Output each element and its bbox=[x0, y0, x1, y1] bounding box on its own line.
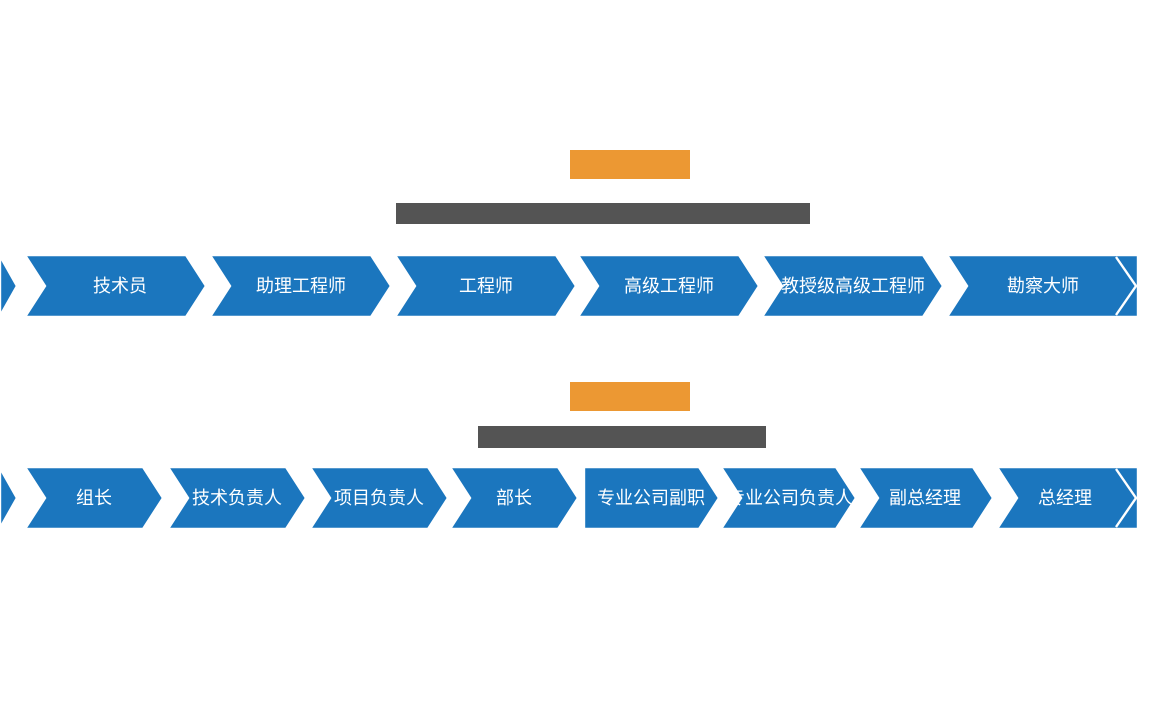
step-label: 高级工程师 bbox=[624, 276, 714, 296]
chevron-segment bbox=[307, 465, 450, 531]
section2-subtitle-bar bbox=[478, 426, 766, 448]
management-track-chevron-bar: 组长 技术负责人 项目负责人 部长 专业公司副职 专业公司负责人 副总经理 总经… bbox=[0, 465, 1140, 531]
chevron-segment bbox=[22, 465, 165, 531]
chevron-segment bbox=[165, 465, 308, 531]
step-label: 助理工程师 bbox=[256, 276, 346, 296]
step-label: 部长 bbox=[496, 488, 532, 508]
step-label: 副总经理 bbox=[889, 488, 961, 508]
step-label: 专业公司副职 bbox=[597, 488, 705, 508]
chevron-segment bbox=[855, 465, 995, 531]
chevron-segment bbox=[718, 465, 858, 531]
chevron-segment bbox=[447, 465, 580, 531]
chevron-segment bbox=[392, 253, 578, 319]
step-label: 技术负责人 bbox=[192, 488, 282, 508]
step-label: 组长 bbox=[76, 488, 112, 508]
step-label: 勘察大师 bbox=[1007, 276, 1079, 296]
chevron-segment-end bbox=[944, 253, 1140, 319]
chevron-segment bbox=[575, 253, 761, 319]
section1-title-badge bbox=[570, 150, 690, 179]
step-label: 技术员 bbox=[93, 276, 147, 296]
arrow-tip-fragment bbox=[0, 465, 19, 531]
step-label: 教授级高级工程师 bbox=[781, 276, 925, 296]
section1-subtitle-bar bbox=[396, 203, 810, 224]
section2-title-badge bbox=[570, 382, 690, 411]
technical-track-chevron-bar: 技术员 助理工程师 工程师 高级工程师 教授级高级工程师 勘察大师 bbox=[0, 253, 1140, 319]
chevron-segment bbox=[207, 253, 393, 319]
step-label: 工程师 bbox=[459, 276, 513, 296]
chevron-segment-end bbox=[994, 465, 1140, 531]
chevron-segment-flat-start bbox=[582, 465, 721, 531]
end-chevron-icon bbox=[1115, 468, 1138, 528]
chevron-segment bbox=[759, 253, 945, 319]
end-chevron-icon bbox=[1115, 256, 1138, 316]
step-label: 总经理 bbox=[1038, 488, 1092, 508]
arrow-tip-fragment bbox=[0, 253, 19, 319]
step-label: 专业公司负责人 bbox=[727, 488, 853, 508]
chevron-segment bbox=[22, 253, 208, 319]
step-label: 项目负责人 bbox=[334, 488, 424, 508]
